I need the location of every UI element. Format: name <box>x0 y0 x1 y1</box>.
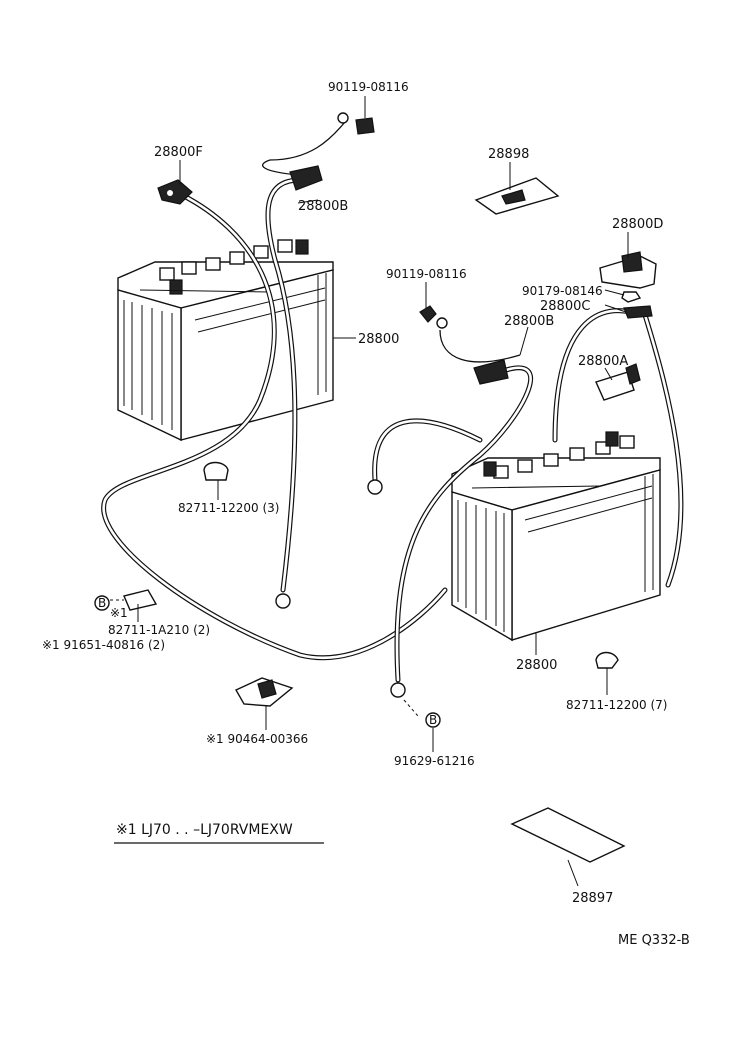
cable-end-left <box>275 593 291 609</box>
ground-wire-mid <box>439 329 521 363</box>
terminal-28800b-mid <box>473 359 509 385</box>
label-90119-08116-mid: 90119-08116 <box>386 267 467 281</box>
marker-b-left-text: B <box>98 596 106 610</box>
marker-b-left: B <box>94 595 110 611</box>
footnote-applicability: ※1 LJ70 . . –LJ70RVMEXW <box>116 822 293 838</box>
label-82711-1a210: 82711-1A210 (2) <box>108 623 210 637</box>
terminal-28800b-top <box>289 165 323 191</box>
terminal-28800f <box>157 179 193 205</box>
clamp-82711-12200-7 <box>595 651 619 669</box>
bolt-90119-top <box>337 112 375 135</box>
battery-right <box>451 431 661 642</box>
label-28800f: 28800F <box>154 145 203 160</box>
terminal-28800a <box>595 363 641 401</box>
ground-wire-top <box>262 121 346 176</box>
marker-b-right: B <box>425 712 441 728</box>
label-28898: 28898 <box>488 147 529 162</box>
cable-28800b-left <box>265 177 303 593</box>
label-note-mark: ※1 <box>110 606 128 620</box>
label-28800-right: 28800 <box>516 658 557 673</box>
cable-28800f <box>101 192 448 661</box>
label-28800d: 28800D <box>612 217 663 232</box>
label-28800-left: 28800 <box>358 332 399 347</box>
label-28800b-top: 28800B <box>298 199 348 214</box>
clamp-28800d <box>599 251 657 289</box>
label-91629-61216: 91629-61216 <box>394 754 475 768</box>
clip-90464 <box>235 677 294 707</box>
diagram-reference-code: ME Q332-B <box>618 933 690 948</box>
bracket-82711-1a210 <box>123 589 158 611</box>
label-90119-08116-top: 90119-08116 <box>328 80 409 94</box>
label-82711-12200-7: 82711-12200 (7) <box>566 698 668 712</box>
label-28800a: 28800A <box>578 354 628 369</box>
cable-end-mid <box>367 479 383 495</box>
leader-lines <box>110 96 629 887</box>
label-sheet-28898 <box>474 177 560 215</box>
label-91651-40816: ※1 91651-40816 (2) <box>42 638 165 652</box>
battery-left <box>117 239 334 442</box>
marker-b-right-text: B <box>429 713 437 727</box>
bolt-90119-mid <box>419 305 448 329</box>
label-28897: 28897 <box>572 891 613 906</box>
sheet-28897 <box>510 807 626 863</box>
label-82711-12200-3: 82711-12200 (3) <box>178 501 280 515</box>
label-28800b-mid: 28800B <box>504 314 554 329</box>
cable-28800b-right <box>372 365 533 683</box>
label-90179-08146: 90179-08146 <box>522 284 603 298</box>
label-90464-00366: ※1 90464-00366 <box>206 732 308 746</box>
nut-90179 <box>621 291 642 303</box>
cable-end-right <box>390 682 406 698</box>
terminal-28800c <box>623 305 653 319</box>
clamp-82711-12200-3 <box>203 461 229 481</box>
label-28800c: 28800C <box>540 299 590 314</box>
